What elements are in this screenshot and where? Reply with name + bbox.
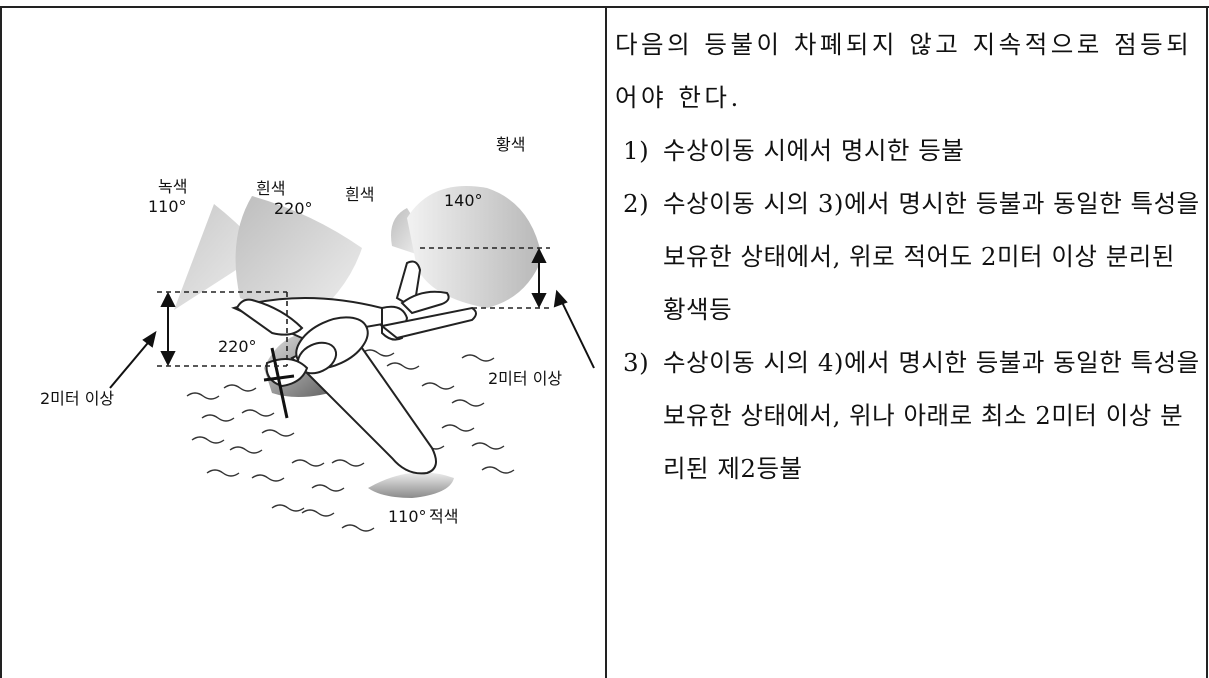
list-item: 2) 수상이동 시의 3)에서 명시한 등불과 동일한 특성을 보유한 상태에서… (615, 177, 1200, 336)
separation-arrow-left (109, 291, 176, 389)
seaplane-diagram: 녹색 110° 흰색 220° 흰색 황색 140° 220° 2미터 이상 2… (40, 135, 595, 532)
label-red: 적색 (429, 507, 458, 526)
label-green-angle: 110° (148, 197, 187, 216)
list-item: 3) 수상이동 시의 4)에서 명시한 등불과 동일한 특성을 보유한 상태에서… (615, 336, 1200, 495)
list-item-number: 1) (623, 136, 650, 165)
red-light-sector (368, 472, 454, 498)
seaplane-body (231, 260, 477, 475)
yellow-light-sector (407, 186, 542, 308)
list-item-text: 수상이동 시에서 명시한 등불 (663, 136, 965, 165)
table-right-border (1206, 6, 1208, 678)
list-item: 1) 수상이동 시에서 명시한 등불 (615, 124, 1200, 177)
label-red-angle: 110° (388, 507, 427, 526)
label-white-lower-angle: 220° (218, 337, 257, 356)
label-sep-right: 2미터 이상 (488, 369, 562, 388)
separation-arrow-right (531, 247, 595, 369)
list-item-text: 수상이동 시의 3)에서 명시한 등불과 동일한 특성을 보유한 상태에서, 위… (663, 189, 1200, 324)
table-left-border (0, 6, 2, 678)
list-item-number: 3) (623, 348, 650, 377)
label-green: 녹색 (158, 177, 187, 196)
label-yellow: 황색 (496, 135, 525, 154)
label-white-left: 흰색 (256, 179, 285, 198)
table-top-border (0, 6, 1209, 8)
list-item-number: 2) (623, 189, 650, 218)
intro-paragraph: 다음의 등불이 차폐되지 않고 지속적으로 점등되어야 한다. (615, 30, 1193, 112)
label-yellow-angle: 140° (444, 191, 483, 210)
table-column-divider (605, 6, 607, 678)
list-item-text: 수상이동 시의 4)에서 명시한 등불과 동일한 특성을 보유한 상태에서, 위… (663, 348, 1200, 483)
label-white-right: 흰색 (345, 185, 374, 204)
white-light-sector-left (235, 196, 362, 326)
description-cell: 다음의 등불이 차폐되지 않고 지속적으로 점등되어야 한다. 1) 수상이동 … (615, 18, 1200, 668)
label-white-left-angle: 220° (274, 199, 313, 218)
seaplane-lights-figure: 녹색 110° 흰색 220° 흰색 황색 140° 220° 2미터 이상 2… (2, 8, 605, 678)
label-sep-left: 2미터 이상 (40, 389, 114, 408)
propeller (263, 347, 295, 419)
